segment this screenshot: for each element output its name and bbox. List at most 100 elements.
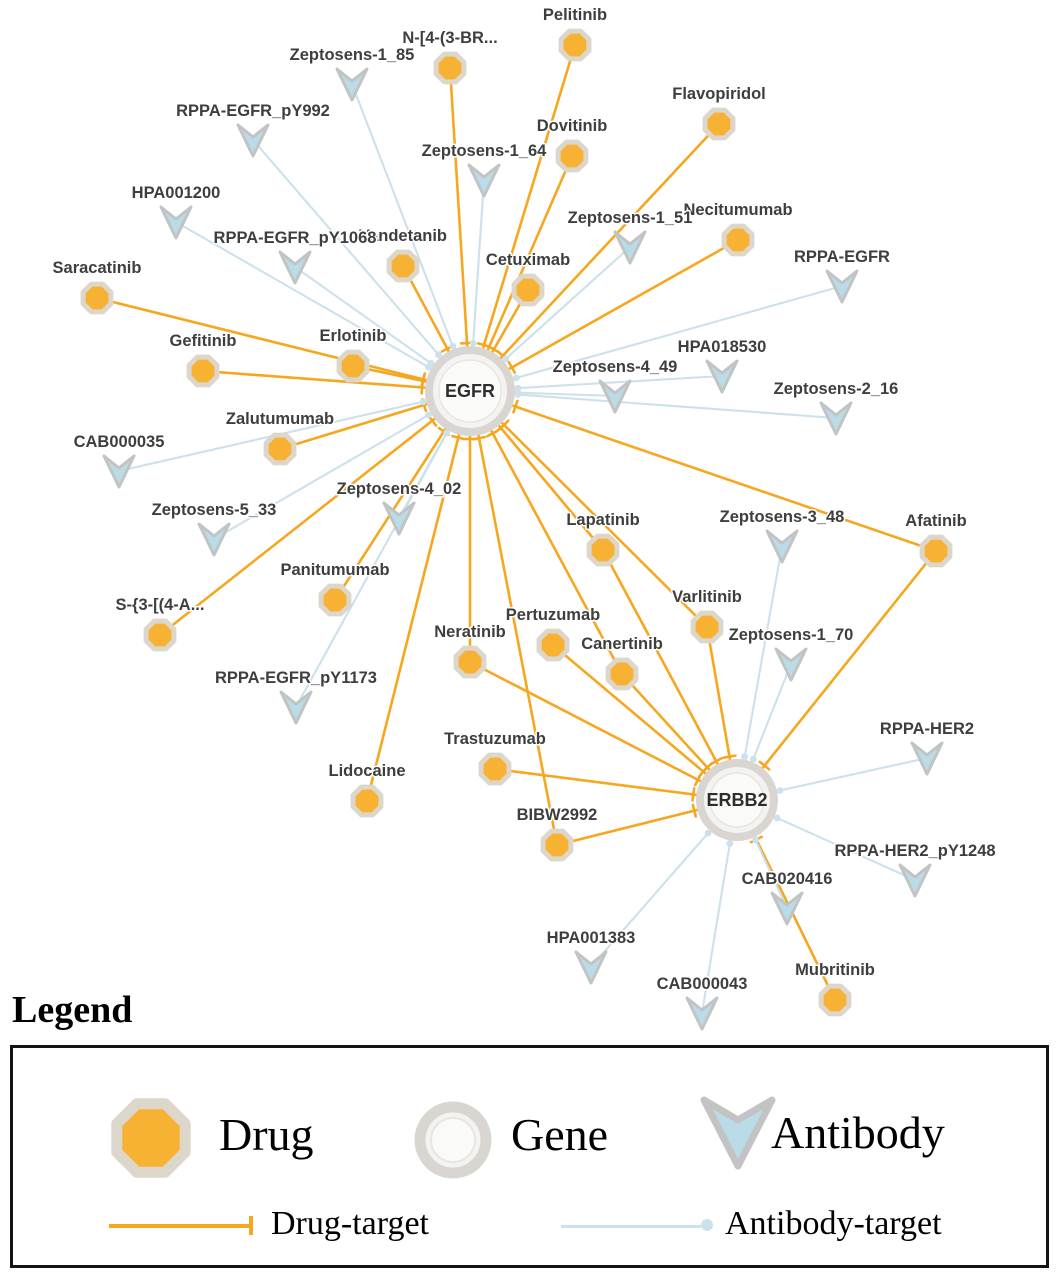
inhibition-tee [420, 373, 426, 389]
inhibition-tee [498, 419, 510, 431]
antibody-target-edge [117, 389, 472, 473]
antibody-node-HPA018530[interactable] [705, 359, 739, 394]
antibody-node-HPA001383[interactable] [574, 950, 608, 985]
node-label: RPPA-HER2_pY1248 [834, 842, 995, 860]
antibody-chevron-shape [700, 1096, 776, 1170]
antibody-node-Zeptosens-1_70[interactable] [774, 647, 808, 682]
antibody-node-RPPA-HER2[interactable] [910, 741, 944, 776]
antibody-target-edge [468, 284, 844, 393]
edge-endpoint-dot [469, 339, 477, 347]
drug-node-Dovitinib[interactable] [555, 139, 589, 173]
edge-endpoint-dot [419, 398, 427, 406]
drug-node-Afatinib[interactable] [919, 534, 953, 568]
antibody-node-Zeptosens-2_16[interactable] [819, 401, 853, 436]
antibody-node-Zeptosens-1_51[interactable] [613, 230, 647, 265]
drug-node-Saracatinib[interactable] [80, 281, 114, 315]
antibody-node-Zeptosens-5_33[interactable] [197, 522, 231, 557]
inhibition-tee [487, 345, 501, 354]
drug-node-Pelitinib[interactable] [558, 28, 592, 62]
antibody-node-Zeptosens-4_49[interactable] [598, 379, 632, 414]
edge-endpoint-dot [435, 351, 443, 359]
drug-node-Lidocaine[interactable] [350, 784, 384, 818]
node-label: Zeptosens-4_49 [553, 358, 678, 376]
node-label: N-[4-(3-BR... [402, 29, 497, 47]
network-graph: PelitinibN-[4-(3-BR...FlavopiridolDoviti… [51, 5, 997, 1031]
node-label: RPPA-EGFR_pY1068 [214, 229, 377, 247]
drug-target-edge [468, 122, 721, 393]
edge-endpoint-dot [776, 787, 784, 794]
drug-node-Gefitinib[interactable] [186, 354, 220, 388]
node-label: Zeptosens-5_33 [152, 501, 277, 519]
node-label: Afatinib [905, 512, 966, 530]
drug-node-BIBW2992[interactable] [540, 828, 574, 862]
drug-node-Erlotinib[interactable] [336, 349, 370, 383]
antibody-node-Zeptosens-4_02[interactable] [382, 501, 416, 536]
edge-endpoint-dot [427, 359, 435, 367]
node-label: Zalutumumab [226, 410, 334, 428]
drug-node-Varlitinib[interactable] [690, 610, 724, 644]
drug-node-N-[4-(3-BR...[interactable] [433, 51, 467, 85]
antibody-node-RPPA-EGFR[interactable] [825, 269, 859, 304]
antibody-node-RPPA-EGFR_pY1068[interactable] [278, 250, 312, 285]
node-label: Pelitinib [543, 6, 607, 24]
antibody-node-RPPA-EGFR_pY992[interactable] [236, 123, 270, 158]
drug-node-Vandetanib[interactable] [386, 249, 420, 283]
drug-node-Cetuximab[interactable] [511, 273, 545, 307]
node-label: Zeptosens-1_85 [290, 46, 415, 64]
drug-node-Mubritinib[interactable] [818, 983, 852, 1017]
antibody-node-CAB020416[interactable] [770, 891, 804, 926]
drug-node-Pertuzumab[interactable] [536, 628, 570, 662]
drug-node-Panitumumab[interactable] [318, 583, 352, 617]
antibody-node-Zeptosens-1_85[interactable] [335, 67, 369, 102]
antibody-node-RPPA-HER2_pY1248[interactable] [898, 863, 932, 898]
node-label: Lapatinib [566, 511, 639, 529]
drug-target-edge [468, 389, 624, 676]
drug-target-edge [468, 389, 559, 847]
antibody-node-HPA001200[interactable] [159, 205, 193, 240]
drug-target-edge [448, 66, 472, 393]
drug-node-Trastuzumab[interactable] [478, 752, 512, 786]
inhibition-tee [758, 760, 771, 771]
node-label: Lidocaine [328, 762, 405, 780]
drug-node-Necitumumab[interactable] [721, 223, 755, 257]
edge-endpoint-dot [443, 429, 451, 437]
node-label: CAB020416 [742, 870, 833, 888]
drug-target-edge-sample [109, 1224, 249, 1228]
node-label: Flavopiridol [672, 85, 766, 103]
drug-legend-icon [111, 1098, 191, 1178]
inhibition-tee [507, 360, 517, 374]
edge-endpoint-dot [726, 840, 734, 847]
antibody-node-Zeptosens-1_64[interactable] [467, 163, 501, 198]
edge-endpoint-dot [502, 355, 510, 363]
legend-antibody-target-label: Antibody-target [725, 1205, 942, 1242]
node-label: Zeptosens-1_51 [568, 209, 693, 227]
node-label: Canertinib [581, 635, 663, 653]
node-label: RPPA-EGFR [794, 248, 890, 266]
drug-node-Lapatinib[interactable] [586, 533, 620, 567]
antibody-node-Zeptosens-3_48[interactable] [765, 529, 799, 564]
node-label: Varlitinib [672, 588, 742, 606]
gene-circle-inner [430, 1117, 476, 1163]
legend-gene-label: Gene [511, 1109, 609, 1160]
inhibition-tee [698, 765, 709, 778]
node-label: Erlotinib [320, 327, 387, 345]
inhibition-tee [691, 787, 696, 802]
drug-node-Neratinib[interactable] [453, 645, 487, 679]
edge-dot-sample [701, 1219, 713, 1231]
antibody-node-CAB000035[interactable] [102, 454, 136, 489]
edge-endpoint-dot [512, 374, 520, 382]
inhibition-tee [486, 429, 500, 438]
gene-label: EGFR [445, 381, 495, 401]
antibody-node-RPPA-EGFR_pY1173[interactable] [279, 690, 313, 725]
drug-target-edge [468, 43, 577, 393]
labels-layer: PelitinibN-[4-(3-BR...FlavopiridolDoviti… [51, 5, 997, 995]
antibody-node-CAB000043[interactable] [685, 996, 719, 1031]
drug-node-Flavopiridol[interactable] [702, 107, 736, 141]
drug-target-edge [158, 389, 472, 637]
node-label: Pertuzumab [506, 606, 600, 624]
drug-node-Zalutumumab[interactable] [263, 432, 297, 466]
node-label: Gefitinib [170, 332, 237, 350]
edge-endpoint-dot [773, 814, 781, 822]
drug-node-S-{3-[(4-A...[interactable] [143, 618, 177, 652]
drug-node-Canertinib[interactable] [605, 657, 639, 691]
